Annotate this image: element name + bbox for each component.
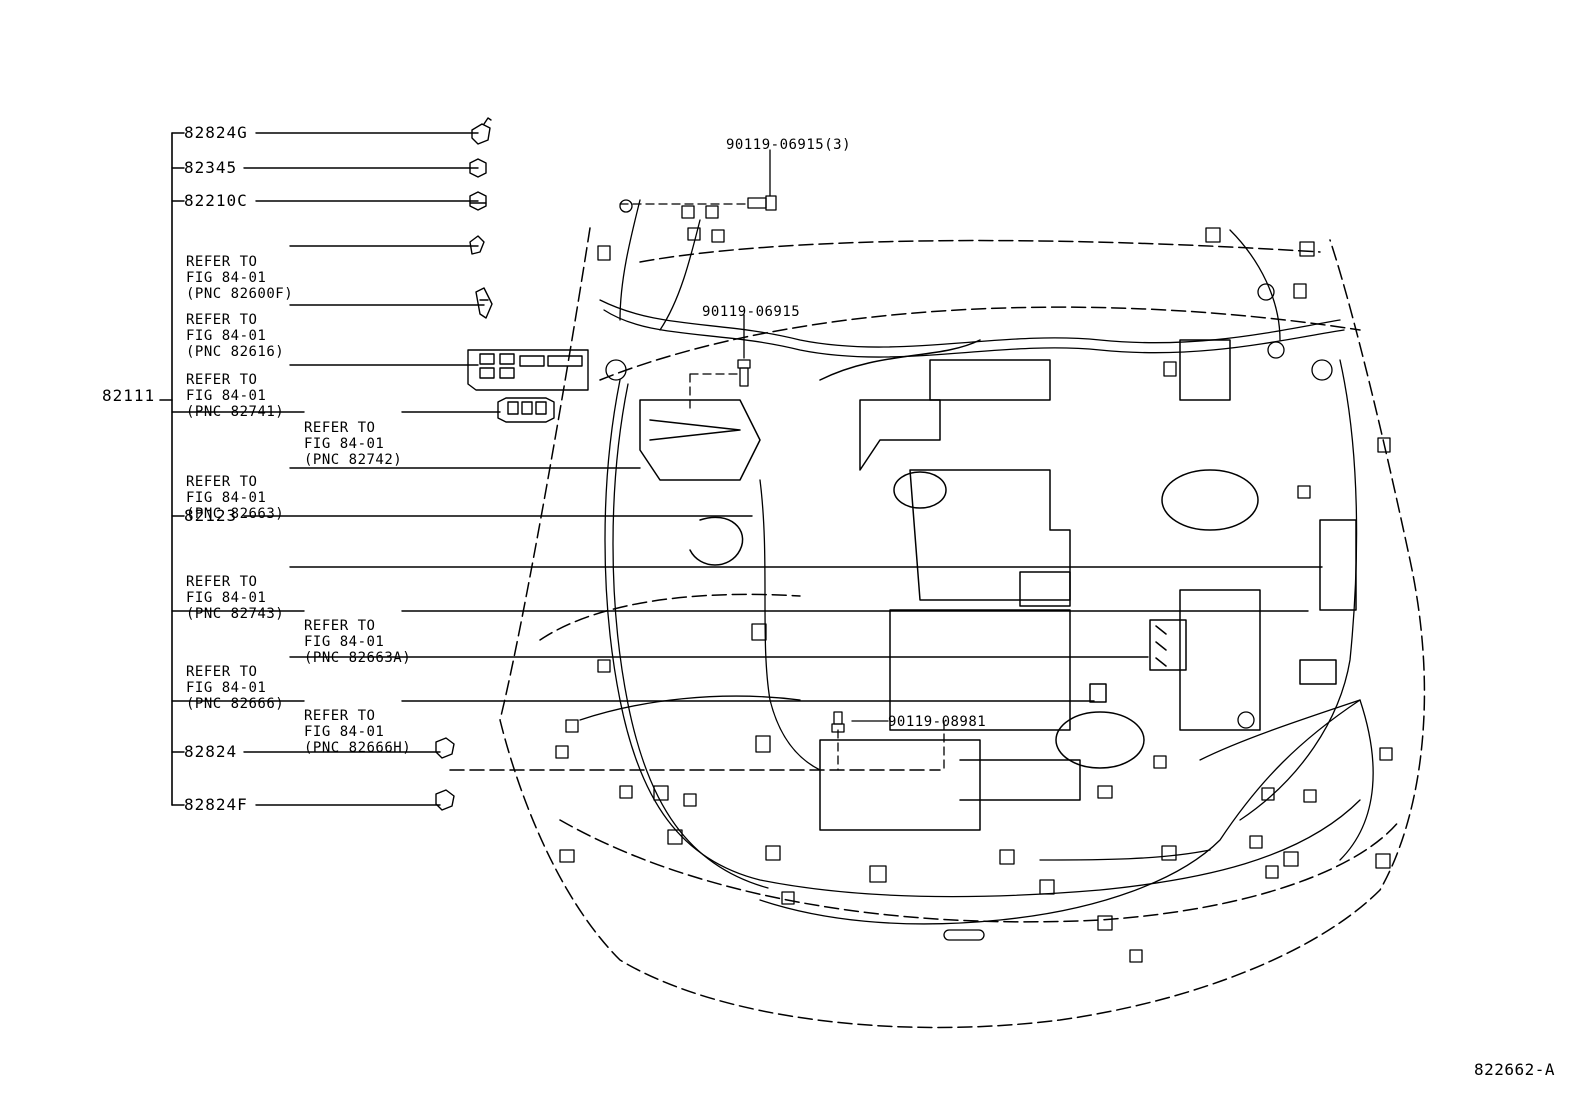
bolt-label-top: 90119-06915(3) [726, 137, 852, 153]
engine-block [639, 339, 1357, 831]
bolt-low-icon [831, 711, 845, 733]
bolt-label-mid: 90119-06915 [702, 304, 801, 320]
clip-82345-icon [469, 158, 487, 178]
wire-harness [579, 199, 1374, 925]
callout-bracket [159, 132, 173, 806]
part-label-82210c: 82210C [184, 191, 248, 210]
bolt-leaders [619, 149, 945, 771]
connector-82600f-icon [469, 235, 485, 255]
figure-id: 822662-A [1474, 1060, 1556, 1079]
relay-block-82742-icon [497, 397, 555, 423]
part-icons [435, 117, 589, 811]
bolt-label-low: 90119-08981 [888, 714, 987, 730]
assembly-part-number: 82111 [102, 386, 156, 405]
clip-82824g-icon [471, 117, 492, 145]
part-label-82824g: 82824G [184, 123, 248, 142]
junction-block-82741-icon [467, 349, 589, 391]
leader-lines [171, 132, 1323, 806]
bolt-top-icon [747, 195, 777, 211]
clip-82824f-icon [435, 789, 455, 811]
part-label-82824f: 82824F [184, 795, 248, 814]
clip-82824-icon [435, 737, 455, 759]
bolt-icons [737, 195, 845, 733]
bolt-mid-icon [737, 359, 751, 387]
part-label-82345: 82345 [184, 158, 238, 177]
clip-82210c-icon [469, 191, 487, 211]
connector-82616-icon [475, 287, 493, 319]
part-label-82123: 82123 [184, 506, 238, 525]
harness-connectors [555, 199, 1393, 963]
engine-bay-outline [449, 227, 1426, 1029]
part-label-82824: 82824 [184, 742, 238, 761]
